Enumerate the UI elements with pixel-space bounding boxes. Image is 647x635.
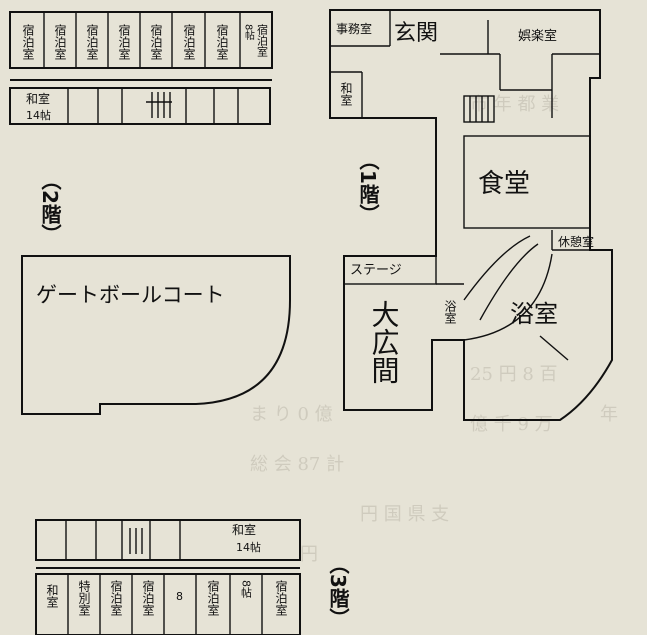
- svg-text:億 千 9 万: 億 千 9 万: [470, 414, 553, 435]
- svg-text:円: 円: [300, 544, 318, 565]
- floor3-washitsu-top-size: 14帖: [236, 541, 261, 554]
- floor1-bath-large: 浴室: [510, 300, 558, 328]
- svg-text:年: 年: [600, 404, 618, 425]
- floor1-entrance: 玄関: [394, 21, 438, 46]
- floor1-office: 事務室: [336, 21, 372, 36]
- floor1-hall: 大広間: [368, 300, 401, 384]
- floor3-plan: [35, 519, 301, 635]
- floor1-stage: ステージ: [350, 263, 402, 278]
- floor2-washitsu-size: 14帖: [26, 109, 51, 122]
- floor3-washitsu: 和室: [45, 584, 59, 608]
- floor3-size-b: 8帖: [240, 580, 253, 598]
- svg-text:25 円 8 百: 25 円 8 百: [470, 364, 558, 385]
- floor1-dining: 食堂: [478, 169, 530, 199]
- svg-text:円 国 県 支: 円 国 県 支: [360, 504, 449, 525]
- floor2-court: ゲートボールコート: [36, 283, 225, 307]
- floor2-room-1: 宿泊室: [21, 23, 35, 60]
- floor2-room-8jo: 宿泊室: [256, 23, 269, 57]
- svg-text:総 会 87 計: 総 会 87 計: [250, 454, 344, 475]
- svg-text:ま り 0 億: ま り 0 億: [250, 404, 333, 425]
- floor3-size-a: 8: [176, 590, 183, 603]
- floor1-label: （1階）: [356, 150, 380, 224]
- floor3-room-3: 宿泊室: [206, 579, 220, 616]
- floor2-room-5: 宿泊室: [149, 23, 163, 60]
- background-newsprint: 市 年 都 業 25 円 8 百 億 千 9 万 ま り 0 億 総 会 87 …: [250, 94, 618, 565]
- floor1-lounge: 休憩室: [558, 234, 594, 249]
- floor1-recreation: 娯楽室: [518, 28, 557, 44]
- floor1-washitsu: 和室: [339, 82, 353, 106]
- floor2-room-3: 宿泊室: [85, 23, 99, 60]
- floor3-room-1: 宿泊室: [109, 579, 123, 616]
- floor2-plan: [9, 11, 291, 415]
- floor3-room-2: 宿泊室: [141, 579, 155, 616]
- floor1-plan: [329, 9, 613, 421]
- floor3-room-4: 宿泊室: [274, 579, 288, 616]
- floor2-room-6: 宿泊室: [182, 23, 196, 60]
- floor2-room-4: 宿泊室: [117, 23, 131, 60]
- floor2-room-2: 宿泊室: [53, 23, 67, 60]
- floor2-room-7: 宿泊室: [215, 23, 229, 60]
- svg-text:市 年 都 業: 市 年 都 業: [470, 94, 559, 115]
- floor2-label: （2階）: [38, 170, 62, 244]
- floor3-washitsu-top: 和室: [232, 522, 256, 537]
- floor1-bath-small: 浴室: [443, 300, 457, 324]
- floor2-room-8jo-size: 8帖: [243, 24, 255, 41]
- floor3-label: （3階）: [326, 554, 350, 628]
- floor3-special: 特別室: [77, 579, 91, 616]
- floor2-washitsu: 和室: [26, 91, 50, 106]
